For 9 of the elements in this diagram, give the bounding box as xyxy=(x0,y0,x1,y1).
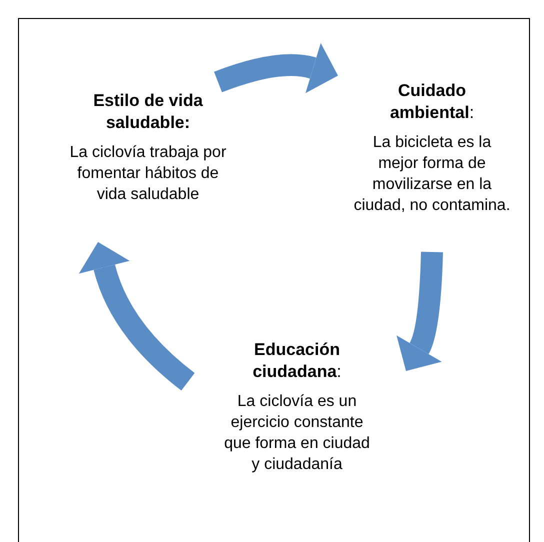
curved-arrow xyxy=(214,42,338,94)
curved-arrow xyxy=(396,252,443,371)
heading-text: Cuidado ambiental: xyxy=(388,80,476,124)
body-text: La ciclovía trabaja por fomentar hábitos de vida saludable xyxy=(69,143,227,205)
heading-text: Educación ciudadana: xyxy=(252,339,342,383)
body-text: La ciclovía es un ejercicio constante que forma en ciudad y ciudadanía xyxy=(223,392,371,475)
curved-arrow xyxy=(78,242,195,390)
body-text: La bicicleta es la mejor forma de movilizarse en la ciudad, no contamina. xyxy=(353,133,511,216)
heading-text: Estilo de vida saludable: xyxy=(92,90,204,134)
